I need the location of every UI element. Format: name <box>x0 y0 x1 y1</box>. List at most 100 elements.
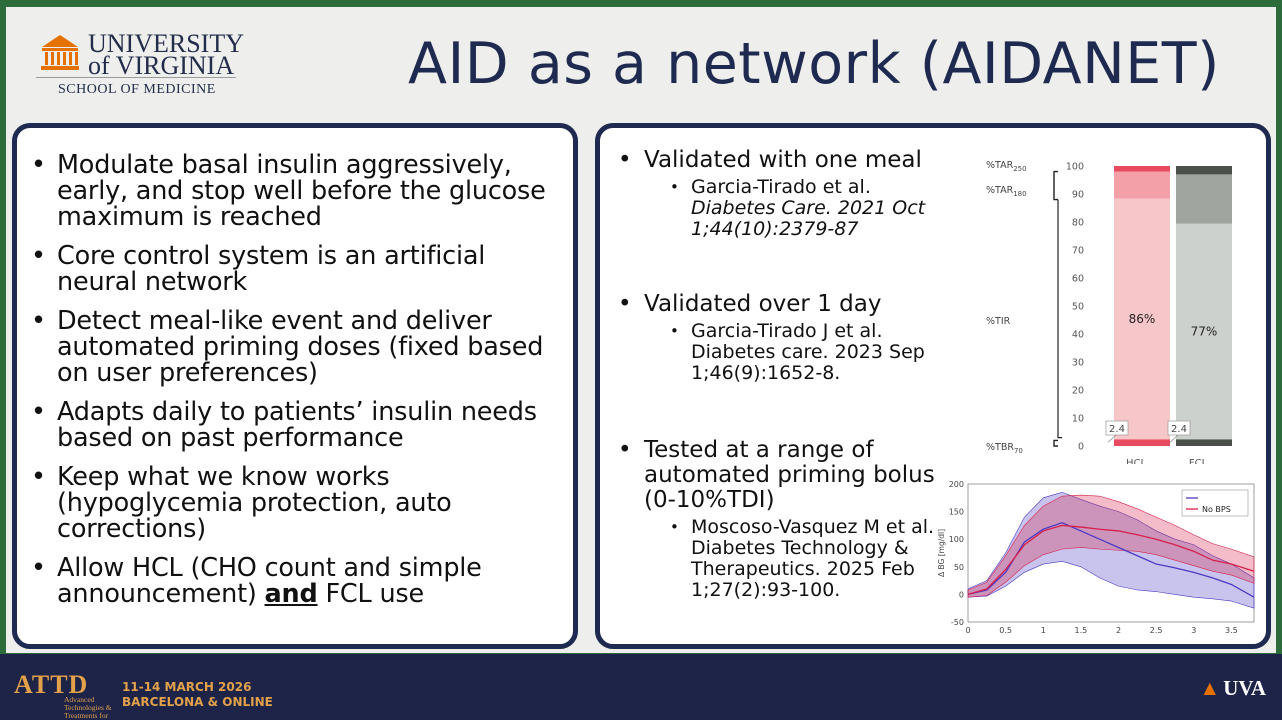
list-item: Validated over 1 day Garcia-Tirado J et … <box>618 292 958 384</box>
x-tick-label: 1.5 <box>1075 626 1088 635</box>
x-tick-label: 1 <box>1041 626 1046 635</box>
x-tick-label: 2.5 <box>1150 626 1163 635</box>
y-tick-label: 100 <box>949 535 964 544</box>
list-item: Modulate basal insulin aggressively, ear… <box>31 152 571 230</box>
segment-label-sub: 180 <box>1013 190 1026 198</box>
tir-value-label: 77% <box>1191 324 1218 338</box>
left-bullet-list: Modulate basal insulin aggressively, ear… <box>31 152 571 620</box>
event-date-line-1: 11-14 MARCH 2026 <box>122 680 252 694</box>
segment-label-base: %TAR <box>986 185 1014 196</box>
bar-segment <box>1114 171 1170 199</box>
rotunda-icon <box>41 35 79 70</box>
y-tick-label: 0 <box>1078 442 1084 453</box>
y-tick-label: 200 <box>949 480 964 489</box>
x-tick-label: HCL <box>1126 458 1147 464</box>
bar-segment <box>1176 223 1232 440</box>
legend-label: No BPS <box>1202 505 1231 514</box>
segment-label-sub: 70 <box>1014 447 1023 455</box>
attd-subtitle: Advanced Technologies & Treatments for D… <box>64 695 112 720</box>
bullet-text-pre: Allow HCL (CHO count and simple announce… <box>57 553 482 609</box>
y-tick-label: -50 <box>951 618 964 627</box>
segment-label: %TIR <box>986 316 1011 327</box>
reference-plain: Garcia-Tirado J et al. Diabetes care. 20… <box>691 320 925 384</box>
bar-segment <box>1176 166 1232 175</box>
bullet-emphasis: and <box>264 579 318 609</box>
list-item: Validated with one meal Garcia-Tirado et… <box>618 148 958 240</box>
stacked-bar-chart: 010203040506070809010086%2.4HCL77%2.4FCL… <box>986 160 1232 464</box>
x-tick-label: 3 <box>1191 626 1196 635</box>
rotunda-icon: ▲ <box>1199 676 1221 700</box>
y-tick-label: 150 <box>949 508 964 517</box>
bullet-heading: Validated with one meal <box>618 148 958 174</box>
y-tick-label: 90 <box>1072 190 1084 201</box>
y-tick-label: 100 <box>1066 162 1084 173</box>
tbr-value-label: 2.4 <box>1171 424 1187 435</box>
slide: UNIVERSITY of VIRGINIA SCHOOL OF MEDICIN… <box>6 7 1276 653</box>
y-tick-label: 30 <box>1072 358 1084 369</box>
tbr-leader-line <box>1169 434 1179 443</box>
logo-line-2: of VIRGINIA <box>88 51 235 80</box>
y-axis-label: Δ BG [mg/dl] <box>937 529 946 577</box>
bullet-heading: Validated over 1 day <box>618 292 958 318</box>
attd-logo: ATTD Advanced Technologies & Treatments … <box>14 670 112 720</box>
attd-wordmark: ATTD <box>14 670 89 699</box>
uva-logo: UNIVERSITY of VIRGINIA SCHOOL OF MEDICIN… <box>36 21 244 101</box>
event-date-line-2: BARCELONA & ONLINE <box>122 695 273 709</box>
reference-italic: Diabetes Care. 2021 Oct 1;44(10):2379-87 <box>691 197 926 240</box>
segment-label-base: %TIR <box>986 316 1011 327</box>
y-tick-label: 80 <box>1072 218 1084 229</box>
legend-box <box>1181 489 1249 517</box>
list-item: Core control system is an artificial neu… <box>31 243 571 295</box>
bullet-heading: Tested at a range of automated priming b… <box>618 438 948 513</box>
tar-bracket <box>1053 170 1058 201</box>
x-tick-label: 2 <box>1116 626 1121 635</box>
y-tick-label: 60 <box>1072 274 1084 285</box>
tbr-label-box <box>1105 420 1129 436</box>
footer-bar: ATTD Advanced Technologies & Treatments … <box>0 654 1282 720</box>
confidence-band <box>967 494 1255 598</box>
y-tick-label: 20 <box>1072 386 1084 397</box>
tir-value-label: 86% <box>1129 312 1156 326</box>
tbr-label-box <box>1167 420 1191 436</box>
tir-bracket <box>1057 199 1062 439</box>
bullet-text-post: FCL use <box>317 579 424 609</box>
bar-segment <box>1176 174 1232 224</box>
segment-label-sub: 250 <box>1013 165 1026 173</box>
reference-plain: Moscoso-Vasquez M et al. Diabetes Techno… <box>691 516 935 601</box>
reference: Garcia-Tirado et al. Diabetes Care. 2021… <box>618 177 958 240</box>
bar-segment <box>1114 166 1170 172</box>
confidence-band <box>967 491 1255 609</box>
bar-segment <box>1114 439 1170 446</box>
logo-divider <box>36 77 236 78</box>
y-tick-label: 70 <box>1072 246 1084 257</box>
reference: Garcia-Tirado J et al. Diabetes care. 20… <box>618 321 958 384</box>
segment-label-base: %TBR <box>986 442 1014 453</box>
slide-title: AID as a network (AIDANET) <box>408 31 1220 97</box>
uva-footer-text: UVA <box>1223 676 1266 700</box>
segment-label: %TAR250 <box>986 160 1027 173</box>
reference-plain: Garcia-Tirado et al. <box>691 176 871 198</box>
y-tick-label: 0 <box>959 590 964 599</box>
y-tick-label: 10 <box>1072 414 1084 425</box>
uva-footer-logo: ▲UVA <box>1199 676 1266 701</box>
logo-line-3: SCHOOL OF MEDICINE <box>58 82 216 97</box>
list-item: Detect meal-like event and deliver autom… <box>31 308 571 386</box>
x-tick-label: 0 <box>965 626 970 635</box>
segment-label: %TAR180 <box>986 185 1027 198</box>
bar-segment <box>1176 439 1232 446</box>
x-tick-label: 3.5 <box>1225 626 1238 635</box>
reference: Moscoso-Vasquez M et al. Diabetes Techno… <box>618 517 948 601</box>
series-line <box>967 524 1255 596</box>
tbr-leader-line <box>1107 434 1117 443</box>
right-panel: Validated with one meal Garcia-Tirado et… <box>595 123 1271 649</box>
tbr-value-label: 2.4 <box>1109 424 1125 435</box>
event-date: 11-14 MARCH 2026 BARCELONA & ONLINE <box>122 680 273 710</box>
bar-segment <box>1114 198 1170 440</box>
list-item: Adapts daily to patients’ insulin needs … <box>31 399 571 451</box>
left-panel: Modulate basal insulin aggressively, ear… <box>12 123 578 649</box>
x-tick-label: 0.5 <box>999 626 1012 635</box>
list-item: Tested at a range of automated priming b… <box>618 438 948 601</box>
segment-label: %TBR70 <box>986 442 1023 455</box>
y-tick-label: 50 <box>954 563 964 572</box>
